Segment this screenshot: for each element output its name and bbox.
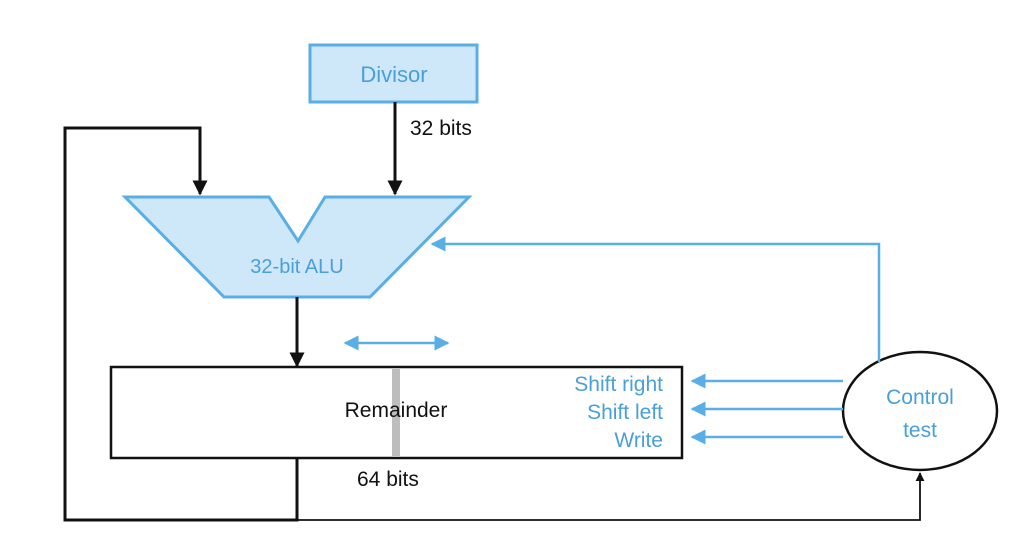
alu-block: 32-bit ALU [121,195,473,299]
control-to-alu-arrow [430,236,881,362]
remainder-bus-width-label: 64 bits [357,468,419,491]
control-test-ellipse [841,350,999,472]
write-signal: Write [614,429,663,452]
alu-label: 32-bit ALU [250,256,343,278]
shift-right-signal: Shift right [574,373,663,396]
control-test-block: Control test [841,350,999,472]
divisor-box [308,43,479,104]
divisor-bus-width-label: 32 bits [410,117,472,140]
remainder-to-alu-feedback-arrow [63,126,299,522]
remainder-label: Remainder [345,399,448,422]
control-test-label-line2: test [903,419,937,442]
divisor-label: Divisor [360,62,427,87]
divisor-register: Divisor [308,43,479,104]
remainder-to-control-arrow [297,472,925,521]
alu-shape [121,195,473,299]
remainder-register: Remainder Shift right Shift left Write [109,365,684,460]
control-test-label-line1: Control [886,386,954,409]
shift-left-signal: Shift left [587,401,663,424]
